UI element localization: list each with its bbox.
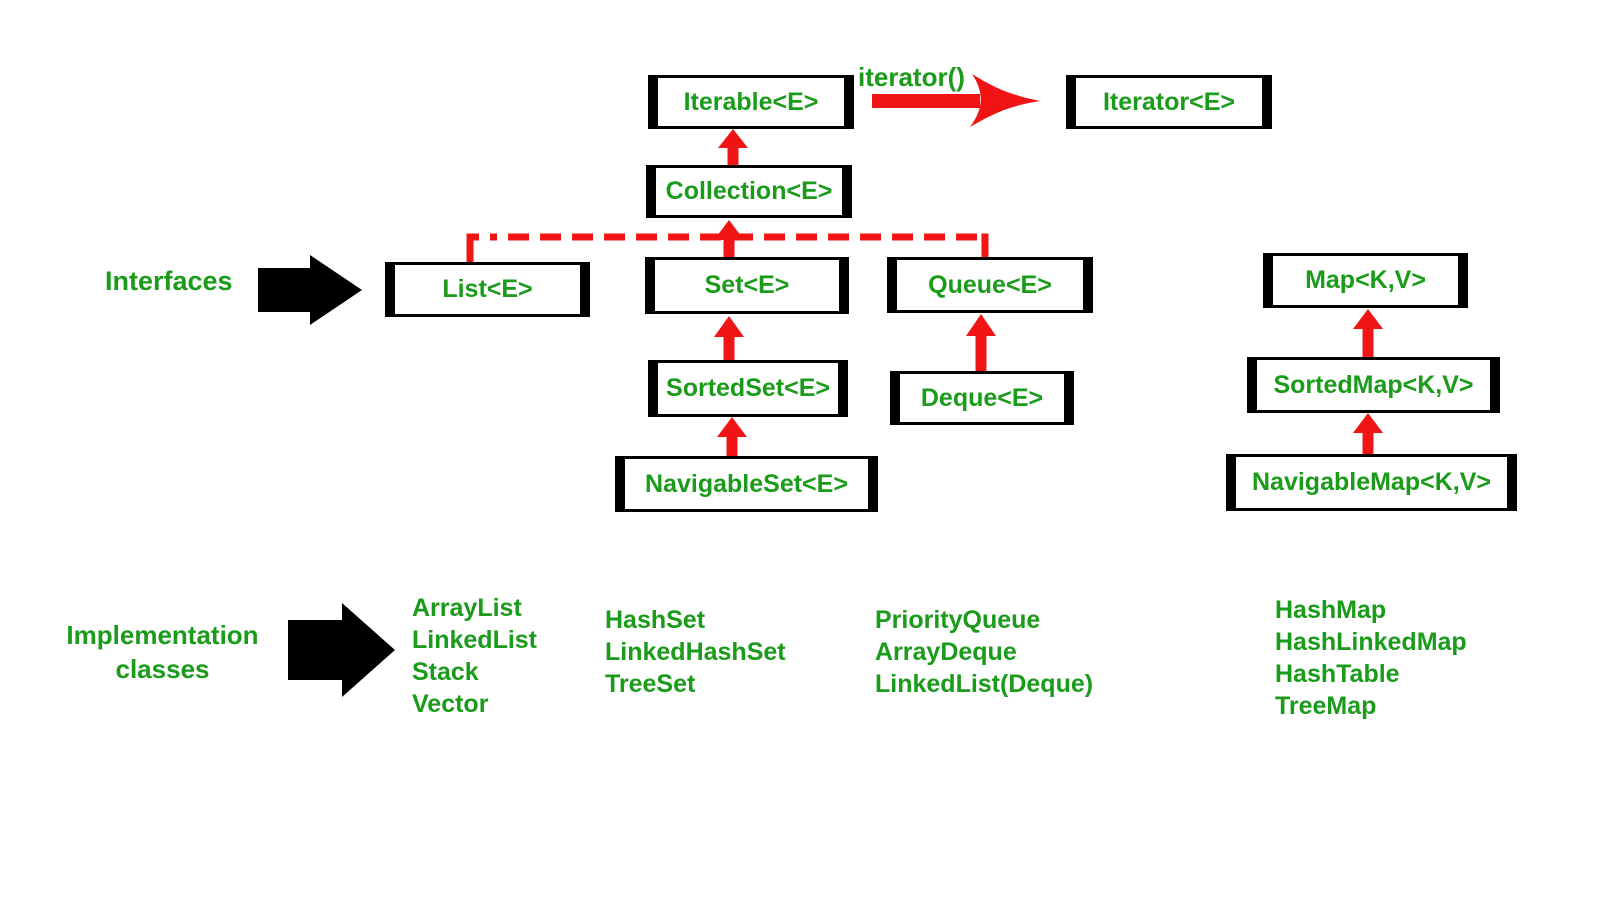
implementation-classes-label: Implementation classes <box>50 618 275 686</box>
navigablemap-to-sortedmap-arrow-icon <box>1353 413 1383 457</box>
node-sortedmap: SortedMap<K,V> <box>1247 357 1500 413</box>
impl-item: LinkedList(Deque) <box>875 670 1094 698</box>
navigableset-to-sortedset-arrow-icon <box>717 417 747 459</box>
impl-item: LinkedHashSet <box>605 638 786 666</box>
implementation-label-line1: Implementation <box>66 620 259 650</box>
node-navigablemap: NavigableMap<K,V> <box>1226 454 1517 511</box>
node-map: Map<K,V> <box>1263 253 1468 308</box>
impl-item: PriorityQueue <box>875 606 1041 634</box>
node-queue: Queue<E> <box>887 257 1093 313</box>
set-implementations: HashSet LinkedHashSet TreeSet <box>605 604 786 700</box>
collection-to-iterable-arrow-icon <box>718 129 748 165</box>
interfaces-pointer-arrow-icon <box>258 255 362 325</box>
impl-item: TreeSet <box>605 670 696 698</box>
list-implementations: ArrayList LinkedList Stack Vector <box>412 592 537 720</box>
iterator-arrow-icon <box>872 74 1040 127</box>
node-list: List<E> <box>385 262 590 317</box>
queue-implementations: PriorityQueue ArrayDeque LinkedList(Dequ… <box>875 604 1093 700</box>
implementation-pointer-arrow-icon <box>288 603 395 697</box>
dashed-extends-connector <box>466 233 989 263</box>
impl-item: HashLinkedMap <box>1275 628 1467 656</box>
node-sortedset: SortedSet<E> <box>648 360 848 417</box>
impl-item: Vector <box>412 690 489 718</box>
node-collection: Collection<E> <box>646 165 852 218</box>
impl-item: Stack <box>412 658 479 686</box>
deque-to-queue-arrow-icon <box>966 314 996 374</box>
node-set: Set<E> <box>645 257 849 314</box>
node-iterable: Iterable<E> <box>648 75 854 129</box>
map-implementations: HashMap HashLinkedMap HashTable TreeMap <box>1275 594 1467 722</box>
sortedmap-to-map-arrow-icon <box>1353 309 1383 360</box>
set-to-collection-arrow-icon <box>714 220 744 260</box>
impl-item: ArrayList <box>412 594 522 622</box>
iterator-method-label: iterator() <box>858 62 965 92</box>
impl-item: HashSet <box>605 606 706 634</box>
node-navigableset: NavigableSet<E> <box>615 456 878 512</box>
sortedset-to-set-arrow-icon <box>714 316 744 363</box>
node-deque: Deque<E> <box>890 371 1074 425</box>
impl-item: HashTable <box>1275 660 1400 688</box>
interfaces-label: Interfaces <box>105 266 233 296</box>
impl-item: ArrayDeque <box>875 638 1017 666</box>
impl-item: TreeMap <box>1275 692 1377 720</box>
implementation-label-line2: classes <box>115 654 210 684</box>
impl-item: HashMap <box>1275 596 1387 624</box>
impl-item: LinkedList <box>412 626 538 654</box>
node-iterator: Iterator<E> <box>1066 75 1272 129</box>
